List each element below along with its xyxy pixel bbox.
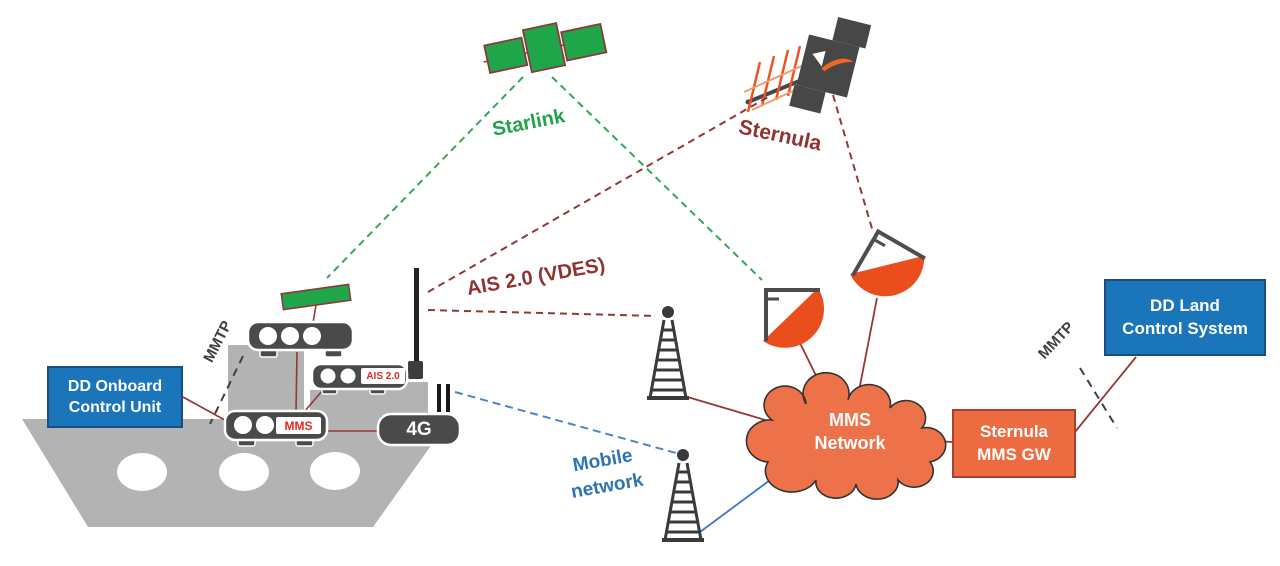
dd-land-control-system-box: DD Land Control System	[1104, 279, 1266, 356]
link-starlink-ship	[326, 76, 524, 279]
starlink-satellite	[483, 22, 608, 74]
link-ship-vdes-tower	[427, 309, 657, 317]
sternula-body	[789, 17, 872, 114]
4g-antenna	[437, 384, 441, 412]
ship	[22, 345, 450, 527]
dd-onboard-line2: Control Unit	[68, 399, 162, 416]
link-antenna-unit-to-panel	[312, 304, 317, 324]
link-mms-to-ais-modem	[304, 390, 323, 412]
link-gw-landsystem	[1065, 356, 1137, 444]
ais-device-label: AIS 2.0	[361, 368, 405, 384]
link-starlink-dish	[551, 76, 763, 281]
starlink-ship-antenna	[280, 283, 352, 311]
sternula-mms-gw-box: Sternula MMS GW	[952, 409, 1076, 478]
mmtp-dash-left	[209, 355, 244, 425]
mms-device-label: MMS	[276, 417, 321, 434]
vhf-antenna-mast	[408, 268, 423, 379]
dish-frame	[764, 288, 820, 341]
link-sternula-dish	[832, 94, 874, 233]
porthole	[310, 452, 360, 490]
porthole	[117, 453, 167, 491]
mmtp-dash-right	[1079, 367, 1118, 429]
dish-reflector	[850, 255, 925, 297]
mms-network-label: MMS Network	[790, 409, 910, 455]
mobile-shore-tower	[662, 449, 704, 542]
mms-cloud-line1: MMS	[829, 410, 871, 430]
links	[209, 76, 1137, 533]
vdes-shore-tower	[647, 306, 689, 400]
link-mms-to-antenna-unit	[295, 351, 298, 412]
dish-frame	[850, 228, 926, 277]
sternula-logo	[812, 50, 826, 67]
ground-dish-right	[850, 228, 926, 297]
dish-feed	[872, 237, 886, 248]
link-onboard-to-mms-router	[182, 396, 233, 425]
porthole	[219, 453, 269, 491]
mms-network-cloud	[745, 371, 947, 500]
dd-land-line1: DD Land	[1150, 296, 1220, 316]
dd-onboard-control-unit-box: DD Onboard Control Unit	[47, 366, 183, 428]
link-ship-sternula	[427, 96, 769, 293]
dd-onboard-line1: DD Onboard	[67, 377, 163, 395]
onboard-wiring	[182, 304, 378, 432]
mms-cloud-line2: Network	[814, 433, 886, 454]
4g-device-label: 4G	[406, 418, 432, 440]
ground-dish-left	[763, 288, 825, 348]
dish-reflector	[763, 288, 825, 348]
link-tower-cloud	[683, 395, 773, 423]
link-dishright-cloud	[857, 297, 878, 397]
sat-antenna-unit-device	[246, 320, 355, 358]
dd-land-line2: Control System	[1122, 318, 1248, 338]
sternula-gw-line1: Sternula	[979, 422, 1049, 442]
sternula-swoosh	[821, 58, 854, 72]
sternula-satellite	[743, 17, 872, 114]
fourg-router-device	[376, 384, 462, 447]
sternula-gw-line2: MMS GW	[977, 444, 1051, 464]
4g-antenna	[446, 384, 450, 412]
